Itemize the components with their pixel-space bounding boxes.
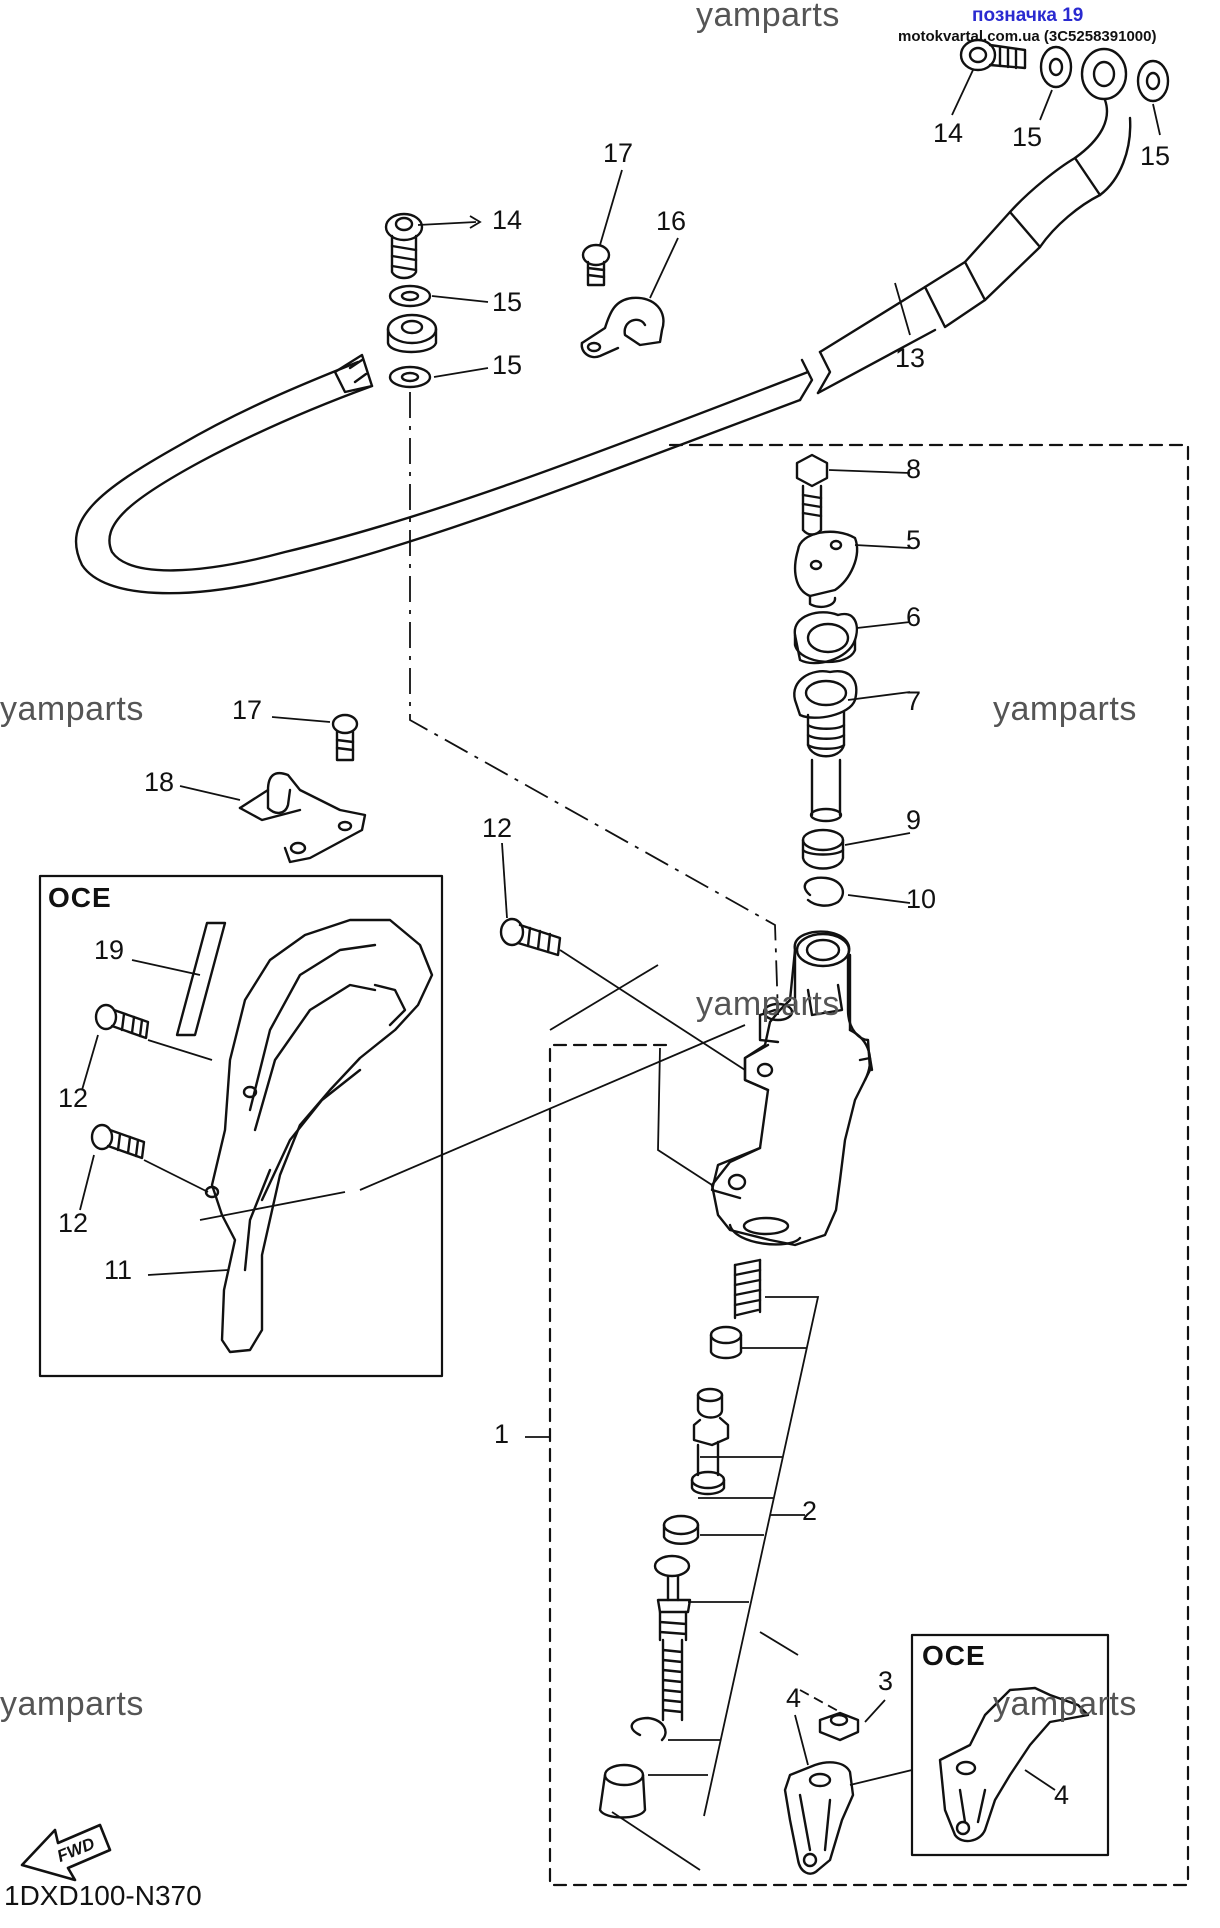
secondary-cup xyxy=(662,1514,700,1545)
diaphragm-plate-6 xyxy=(793,611,859,665)
washer-15-c xyxy=(388,284,432,308)
bolt-12-oce-a xyxy=(94,1003,150,1040)
hose-clamp-18 xyxy=(238,771,367,864)
callout-2: 2 xyxy=(802,1496,818,1526)
callout-15-lower: 15 xyxy=(492,350,523,380)
push-rod xyxy=(653,1554,692,1722)
reservoir-tube xyxy=(809,758,843,823)
callout-16: 16 xyxy=(656,206,687,236)
callout-4: 4 xyxy=(786,1683,802,1713)
reference-label: позначка 19 xyxy=(972,5,1084,26)
master-cylinder-body xyxy=(710,930,874,1247)
callout-6: 6 xyxy=(906,602,922,632)
bolt-12-main xyxy=(499,917,562,957)
boot xyxy=(598,1763,647,1819)
grommet-9 xyxy=(801,828,845,870)
callout-12-oce-a: 12 xyxy=(58,1083,89,1113)
banjo-bolt-left xyxy=(384,212,424,280)
callout-12-oce-b: 12 xyxy=(58,1208,89,1238)
callout-12-main: 12 xyxy=(482,813,513,843)
callout-14-right: 14 xyxy=(933,118,964,148)
clevis-4 xyxy=(783,1761,855,1875)
site-label: motokvartal.com.ua (3C5258391000) xyxy=(898,28,1157,45)
oce-box-right xyxy=(910,1633,1110,1857)
circlip-10 xyxy=(803,876,845,907)
sticker-19 xyxy=(175,921,227,1037)
callout-14-left: 14 xyxy=(492,205,523,235)
brake-hose xyxy=(74,47,1132,595)
banjo-eye xyxy=(386,313,438,345)
callout-13: 13 xyxy=(895,343,926,373)
assembly-dashed-box xyxy=(548,443,1190,1887)
watermark: yamparts xyxy=(696,0,840,34)
callout-18: 18 xyxy=(144,767,175,797)
oce-box-left xyxy=(38,874,444,1378)
callout-3: 3 xyxy=(878,1666,894,1696)
fwd-arrow xyxy=(20,1823,112,1882)
callout-15-upper: 15 xyxy=(492,287,523,317)
circlip xyxy=(630,1716,667,1742)
callout-1: 1 xyxy=(494,1419,510,1449)
watermark: yamparts xyxy=(993,1685,1137,1723)
callout-9: 9 xyxy=(906,805,922,835)
callout-8: 8 xyxy=(906,454,922,484)
catalog-code: 1DXD100-N370 xyxy=(4,1880,202,1911)
watermark: yamparts xyxy=(0,690,144,728)
washer-15-a xyxy=(1039,45,1073,89)
screw-17-top xyxy=(581,243,611,287)
washer-15-b xyxy=(1136,59,1170,103)
callout-17-top: 17 xyxy=(603,138,634,168)
cup-seal xyxy=(709,1325,743,1360)
watermark: yamparts xyxy=(0,1685,144,1723)
spring xyxy=(733,1258,762,1320)
oce-label-right: OCE xyxy=(922,1640,986,1671)
clevis-4-oce xyxy=(938,1686,1090,1843)
fwd-label: FWD xyxy=(54,1834,97,1866)
oce-label-left: OCE xyxy=(48,882,112,913)
callout-19: 19 xyxy=(94,935,125,965)
reservoir-cap-5 xyxy=(794,530,859,609)
piston xyxy=(690,1387,730,1496)
heel-guard-11 xyxy=(204,918,434,1354)
washer-15-d xyxy=(388,365,432,389)
callout-7: 7 xyxy=(906,686,922,716)
diaphragm-7 xyxy=(793,670,858,758)
bolt-12-oce-b xyxy=(90,1123,146,1160)
callout-17-left: 17 xyxy=(232,695,263,725)
callout-15-right-a: 15 xyxy=(1012,122,1043,152)
fwd-label-wrap: FWD xyxy=(54,1834,97,1866)
bolt-8 xyxy=(795,453,829,536)
hose-clamp-16 xyxy=(580,296,665,359)
callout-10: 10 xyxy=(906,884,937,914)
banjo-bolt-top-right xyxy=(959,38,1027,72)
callout-15-right-b: 15 xyxy=(1140,141,1171,171)
callout-4-oce: 4 xyxy=(1054,1780,1070,1810)
watermark: yamparts xyxy=(993,690,1137,728)
watermark: yamparts xyxy=(696,985,840,1023)
callout-5: 5 xyxy=(906,525,922,555)
callout-11: 11 xyxy=(104,1255,133,1285)
nut-3 xyxy=(818,1711,860,1742)
screw-17-left xyxy=(331,713,359,762)
